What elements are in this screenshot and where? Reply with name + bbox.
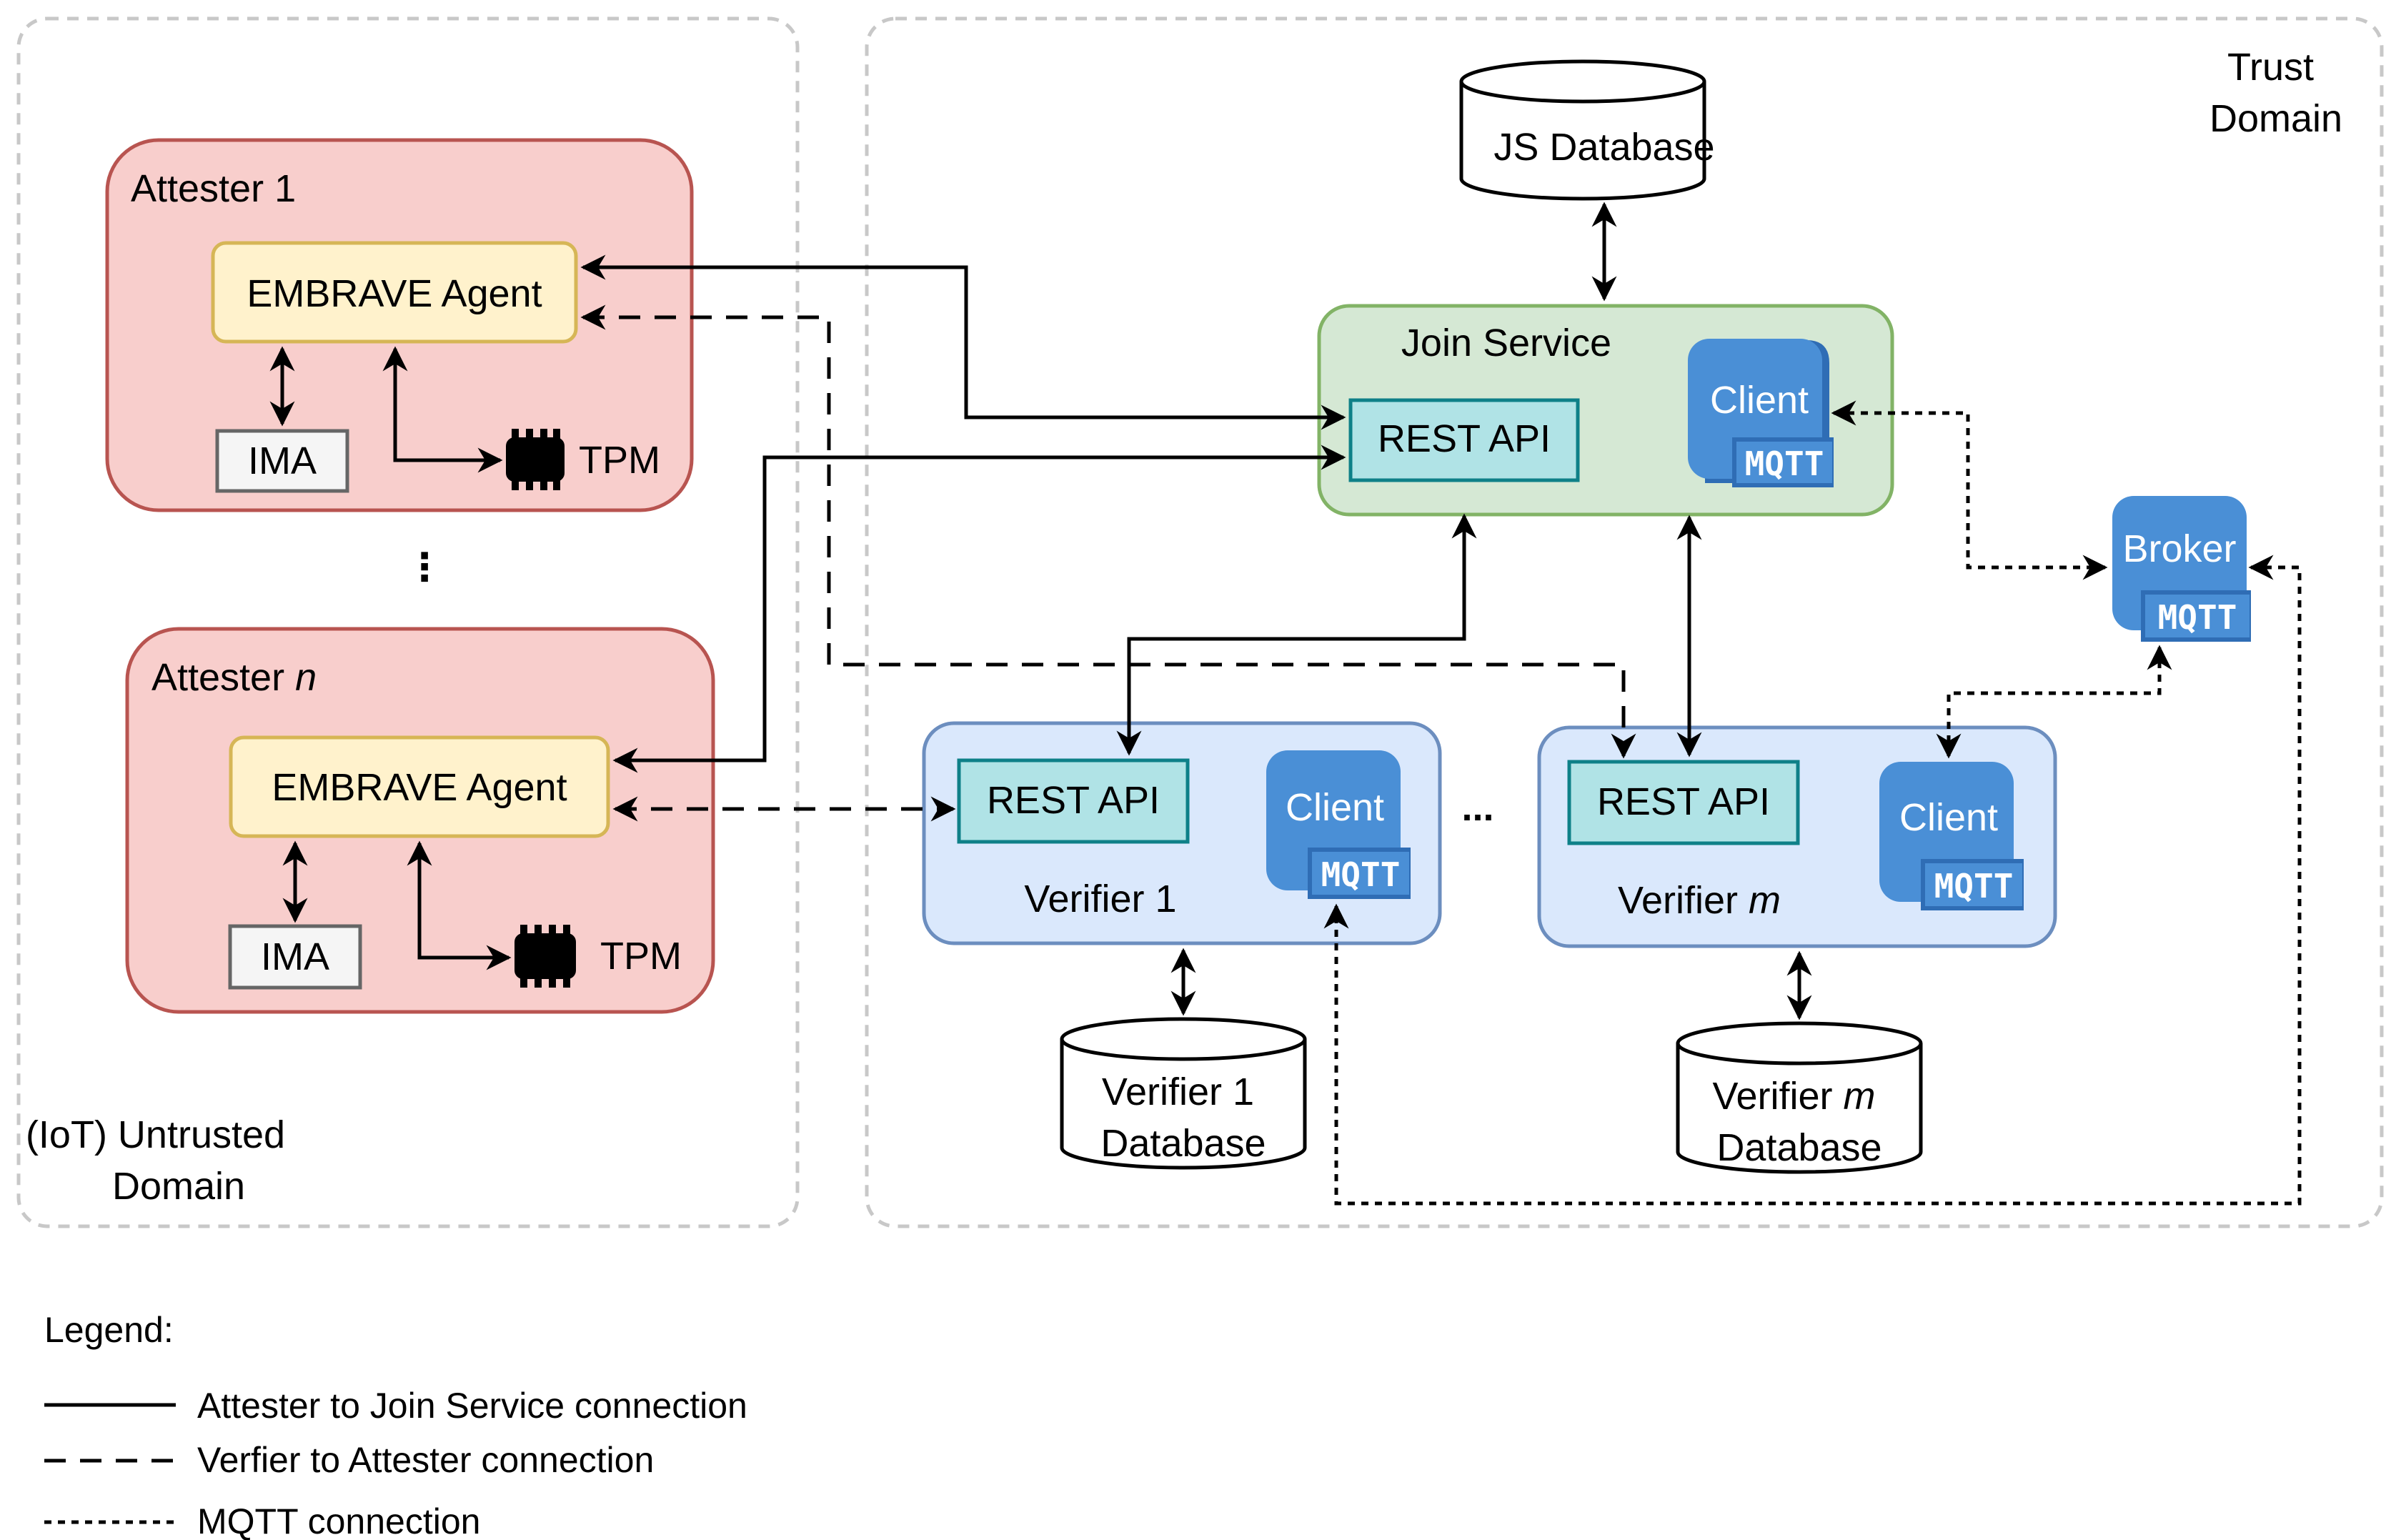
verifier-1: REST API Client MQTT Verifier 1 — [922, 721, 1442, 945]
verifier-1-title: Verifier 1 — [1024, 878, 1176, 920]
legend: Legend: Attester to Join Service connect… — [44, 1310, 747, 1540]
attester-n-title: Attester n — [151, 656, 317, 699]
attester-1-agent-tpm-link — [382, 346, 503, 473]
verifier-1-join-link — [1116, 513, 1477, 756]
verifier-m-rest-api-label: REST API — [1597, 780, 1770, 823]
js-database-label: JS Database — [1493, 126, 1714, 169]
join-service-mqtt-client-icon: Client MQTT — [1688, 339, 1834, 487]
attester-1-agent-label: EMBRAVE Agent — [247, 272, 542, 315]
attester-n-ima — [228, 924, 362, 990]
verifier-m-client-label: Client — [1899, 796, 1998, 839]
join-service-rest-api-label: REST API — [1378, 417, 1551, 460]
verifier-ellipsis: ... — [1461, 786, 1493, 829]
join-service: Join Service REST API Client MQTT — [1317, 304, 1894, 517]
verifier-1-mqtt-tag: MQTT — [1321, 855, 1401, 894]
join-service-client-label: Client — [1710, 379, 1809, 422]
attester-n-embrave-agent — [229, 735, 610, 838]
verifier-1-client-label: Client — [1286, 786, 1384, 829]
js-database: JS Database — [1459, 59, 1715, 201]
attester-n-tpm-label: TPM — [600, 935, 682, 978]
verifier-1-rest-api-label: REST API — [987, 779, 1160, 822]
verifier-1-database: Verifier 1 Database — [1060, 1017, 1307, 1170]
attester-n-join-link — [612, 444, 1346, 773]
verifier-m-database-label: Verifier m Database — [1712, 1075, 1886, 1169]
attester-n-ima-label: IMA — [261, 935, 329, 978]
broker-verifier-1-client-link — [1323, 555, 2302, 1206]
verifier-m-mqtt-tag: MQTT — [1934, 867, 2014, 905]
verifier-1-rest-api — [957, 758, 1190, 844]
legend-dashed-label: Verfier to Attester connection — [197, 1440, 654, 1480]
attester-1-ima — [215, 429, 349, 493]
legend-dotted-label: MQTT connection — [197, 1501, 480, 1540]
attester-1-title: Attester 1 — [131, 167, 296, 210]
broker-mqtt-tag: MQTT — [2158, 598, 2237, 637]
join-service-title: Join Service — [1401, 322, 1611, 364]
verifier-m: REST API Client MQTT Verifier m — [1537, 725, 2057, 948]
attester-ellipsis: ⋮ — [405, 546, 444, 589]
legend-solid-label: Attester to Join Service connection — [197, 1386, 747, 1426]
attester-1-tpm-chip-icon — [506, 429, 565, 490]
verifier-m-database: Verifier m Database — [1676, 1021, 1923, 1174]
attester-n-tpm-chip-icon — [515, 925, 576, 988]
join-service-mqtt-tag: MQTT — [1745, 444, 1824, 483]
verifier-1-mqtt-client-icon: Client MQTT — [1266, 750, 1411, 899]
attester-1-embrave-agent — [211, 241, 578, 344]
broker-label: Broker — [2122, 527, 2236, 570]
verifier-m-title: Verifier m — [1618, 879, 1781, 922]
attester-n: Attester n EMBRAVE Agent IMA TPM — [125, 627, 715, 1014]
trust-domain-label: Trust Domain — [2209, 46, 2342, 140]
verifier-m-mqtt-client-icon: Client MQTT — [1879, 762, 2024, 910]
attester-n-agent-tpm-link — [407, 840, 512, 970]
untrusted-domain-label: (IoT) Untrusted Domain — [26, 1113, 296, 1208]
mqtt-broker: Broker MQTT — [2112, 496, 2251, 642]
legend-title: Legend: — [44, 1310, 174, 1350]
attester-1-tpm-label: TPM — [579, 439, 660, 482]
attester-1-ima-label: IMA — [248, 439, 317, 482]
attester-1: Attester 1 EMBRAVE Agent IMA TPM — [105, 138, 694, 512]
attester-1-join-link — [580, 254, 1346, 430]
connections — [269, 202, 2302, 1206]
attester-n-agent-label: EMBRAVE Agent — [272, 766, 567, 809]
verifier-m-attester-1-link — [580, 304, 1636, 759]
trust-domain-boundary — [865, 16, 2384, 1228]
verifier-1-database-label: Verifier 1 Database — [1100, 1070, 1266, 1165]
